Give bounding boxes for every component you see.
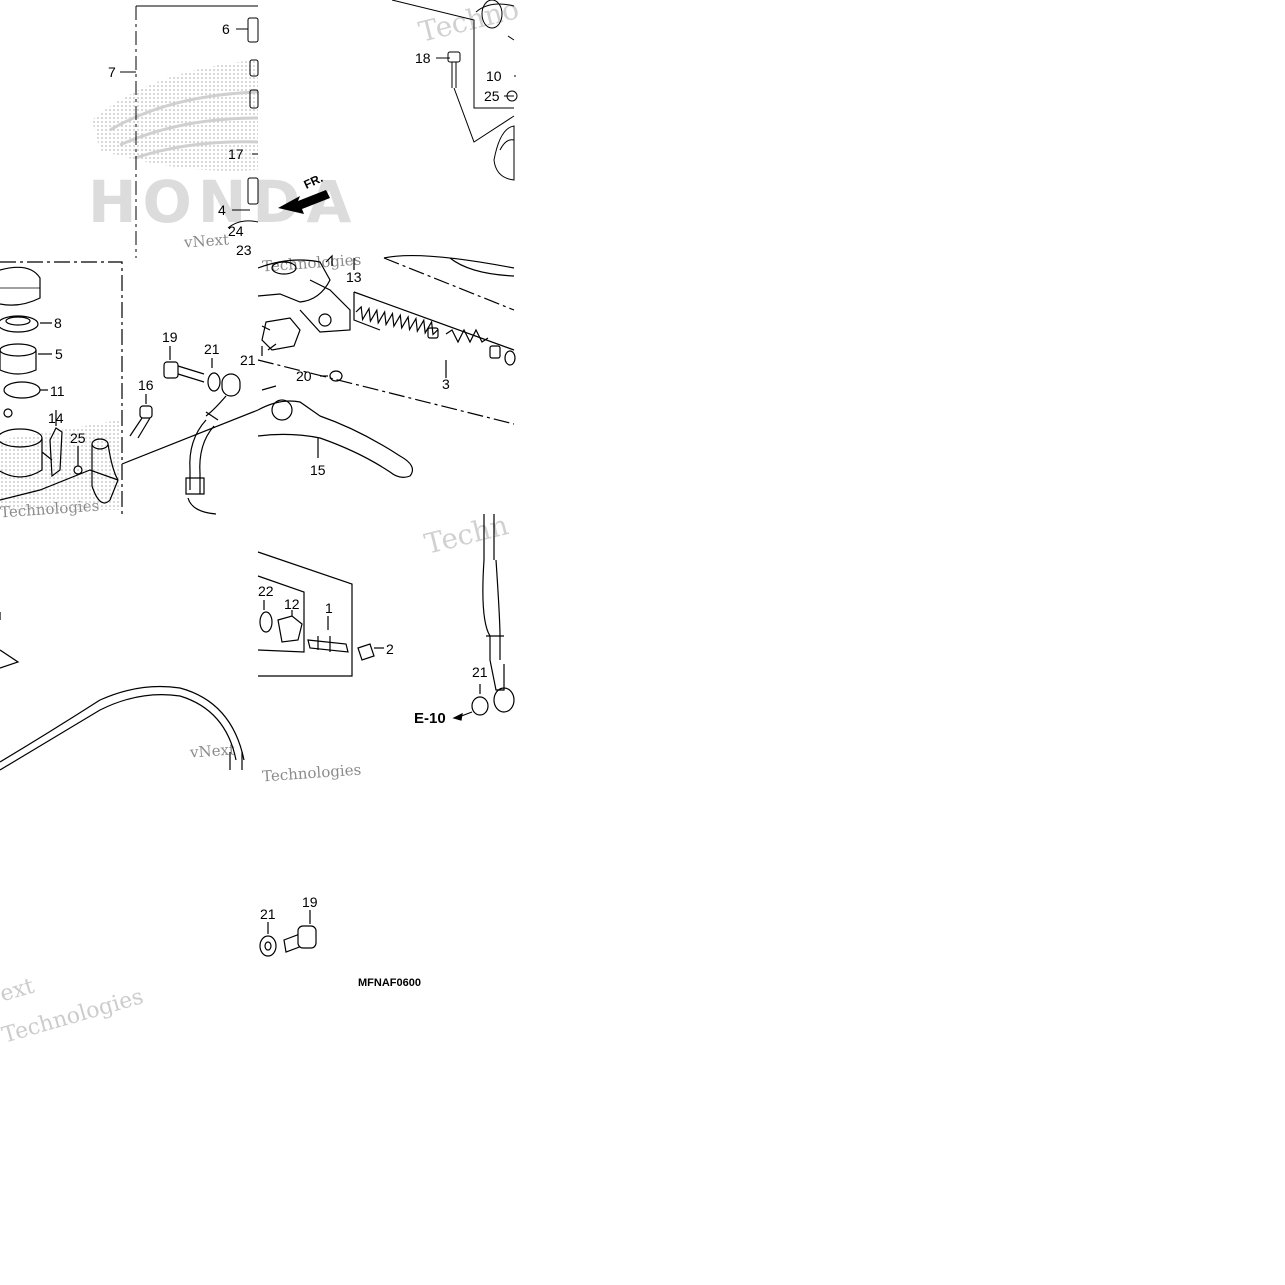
- callout-19-bottom: 19: [302, 894, 318, 910]
- callout-13: 13: [346, 269, 362, 285]
- callout-25-mid: 25: [70, 430, 86, 446]
- callout-1: 1: [325, 600, 333, 616]
- callout-10: 10: [486, 68, 502, 84]
- callout-22: 22: [258, 583, 274, 599]
- callout-2: 2: [386, 641, 394, 657]
- e10-arrow-icon: [452, 712, 463, 721]
- callout-20: 20: [296, 368, 312, 384]
- callout-8: 8: [54, 315, 62, 331]
- callout-21-lower: 21: [472, 664, 488, 680]
- callout-7: 7: [108, 64, 116, 80]
- logo-wing-stripes: [109, 90, 259, 160]
- callout-17: 17: [228, 146, 244, 162]
- callout-19-mid: 19: [162, 329, 178, 345]
- callout-14: 14: [48, 410, 64, 426]
- callout-24: 24: [228, 223, 244, 239]
- callout-11: 11: [50, 383, 65, 399]
- callout-23: 23: [236, 242, 252, 258]
- callout-16: 16: [138, 377, 154, 393]
- callout-12: 12: [284, 596, 300, 612]
- callout-3: 3: [442, 376, 450, 392]
- section-reference-link[interactable]: E-10: [414, 710, 446, 727]
- callout-21-mid-b: 21: [240, 352, 256, 368]
- callout-21-bottom: 21: [260, 906, 276, 922]
- callout-4: 4: [218, 202, 226, 218]
- drawing-code: MFNAF0600: [358, 977, 421, 989]
- callout-18: 18: [415, 50, 431, 66]
- callout-21-mid-a: 21: [204, 341, 220, 357]
- callout-5: 5: [55, 346, 63, 362]
- fr-arrow-icon: [278, 190, 330, 214]
- callout-15: 15: [310, 462, 326, 478]
- callout-25-top: 25: [484, 88, 500, 104]
- callout-6: 6: [222, 21, 230, 37]
